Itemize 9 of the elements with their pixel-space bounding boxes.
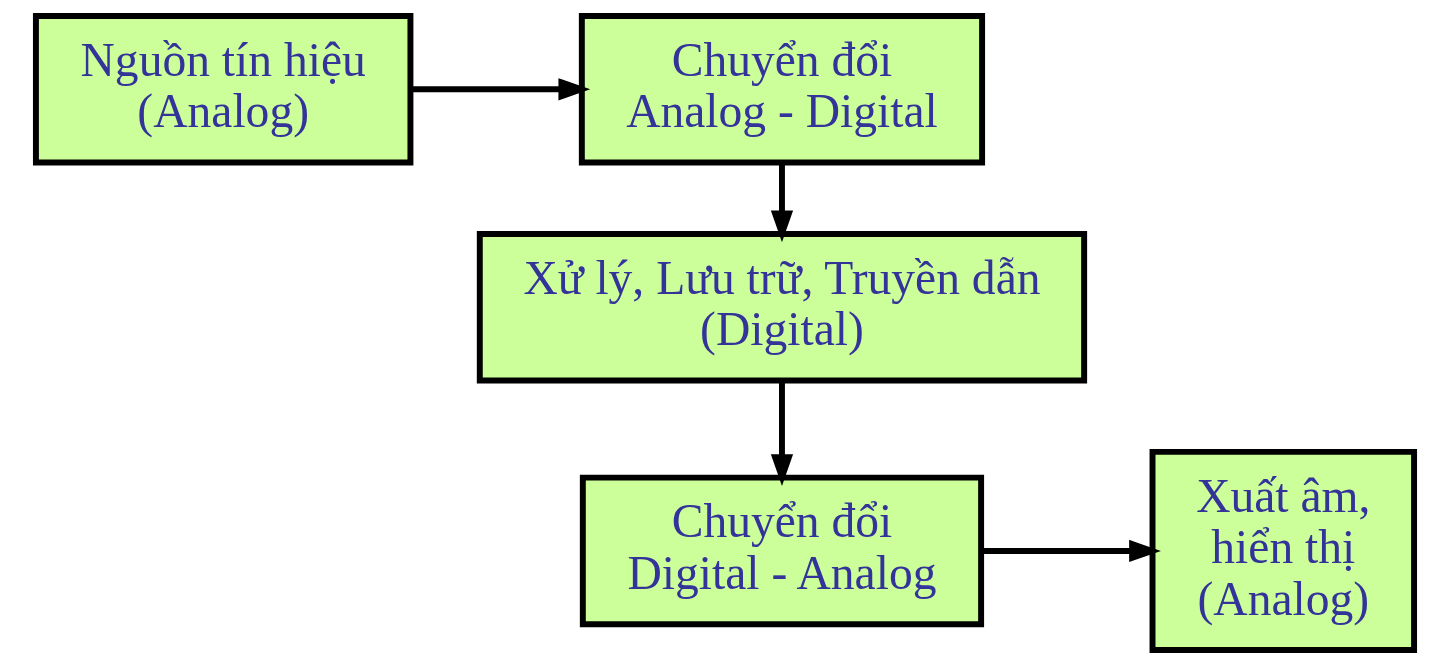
- node-box: Xử lý, Lưu trữ, Truyền dẫn (Digital): [476, 230, 1088, 384]
- node-box: Chuyển đổi Digital - Analog: [579, 474, 985, 628]
- node-box: Chuyển đổi Analog - Digital: [578, 13, 986, 166]
- node-box: Xuất âm, hiển thị (Analog): [1149, 448, 1418, 653]
- arrow: [410, 78, 591, 101]
- node-box: Nguồn tín hiệu (Analog): [32, 13, 414, 166]
- arrow: [981, 539, 1161, 563]
- arrow: [770, 381, 794, 487]
- arrow: [770, 163, 794, 243]
